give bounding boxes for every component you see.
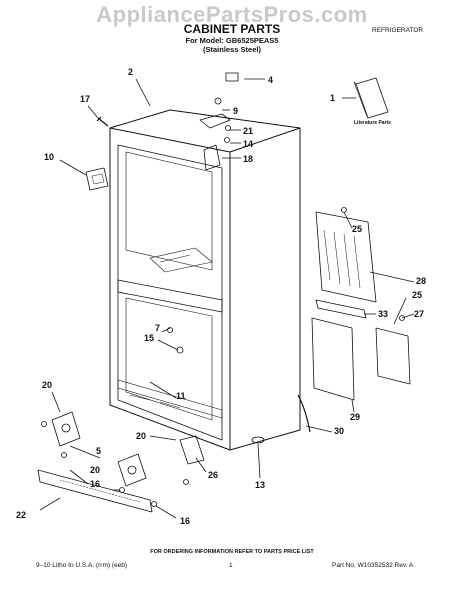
callout-29: 29 xyxy=(350,412,361,422)
cabinet-liner xyxy=(117,144,223,441)
litho-info: 9–10 Litho In U.S.A. (rrm) (eeb) xyxy=(36,562,128,569)
callout-10: 10 xyxy=(44,152,55,162)
callout-20-bottom: 20 xyxy=(90,465,101,475)
model-number: For Model: GB6525PEAS5 xyxy=(185,36,279,45)
callout-25-top: 25 xyxy=(352,224,363,234)
callout-27: 27 xyxy=(414,309,425,319)
light-housing xyxy=(199,113,231,129)
literature-parts-label: Literature Parts xyxy=(354,120,391,126)
callout-30: 30 xyxy=(334,426,345,436)
literature-book xyxy=(355,77,389,119)
part-10 xyxy=(85,167,109,191)
callout-16-right: 16 xyxy=(180,516,191,526)
part-number: Part No. W10352532 Rev. A xyxy=(332,562,414,569)
callout-13: 13 xyxy=(255,480,266,490)
callout-33: 33 xyxy=(378,309,389,319)
hinge-bracket xyxy=(179,435,205,465)
callout-2: 2 xyxy=(128,67,134,77)
watermark: AppliancePartsPros.com xyxy=(96,2,368,27)
callout-28: 28 xyxy=(416,276,427,286)
callout-25-bottom: 25 xyxy=(412,290,423,300)
callout-22: 22 xyxy=(16,510,27,520)
callout-14: 14 xyxy=(243,139,254,149)
rear-panel xyxy=(315,211,377,303)
roller-left xyxy=(51,411,81,447)
part-33 xyxy=(315,299,367,319)
roller-mid xyxy=(117,453,147,487)
toe-grille xyxy=(37,469,153,513)
part-13 xyxy=(251,436,265,444)
appliance-category: REFRIGERATOR xyxy=(372,27,424,34)
callout-11: 11 xyxy=(176,391,186,401)
part-30 xyxy=(297,394,311,433)
callout-21: 21 xyxy=(243,126,254,136)
callout-20-left: 20 xyxy=(42,380,53,390)
callout-17: 17 xyxy=(80,94,91,104)
page-number: 1 xyxy=(229,562,233,569)
model-variant: (Stainless Steel) xyxy=(203,45,261,54)
callout-4: 4 xyxy=(268,75,274,85)
part-9 xyxy=(214,97,222,105)
callout-15: 15 xyxy=(144,333,155,343)
callout-7: 7 xyxy=(155,323,161,333)
part-29 xyxy=(311,317,355,401)
callout-26: 26 xyxy=(208,470,219,480)
part-27 xyxy=(375,327,411,385)
ordering-note: FOR ORDERING INFORMATION REFER TO PARTS … xyxy=(150,549,314,555)
callout-18: 18 xyxy=(243,154,254,164)
mullion xyxy=(117,279,223,313)
callout-16-left: 16 xyxy=(90,479,101,489)
callout-1: 1 xyxy=(330,93,336,103)
part-17 xyxy=(96,116,109,127)
part-4 xyxy=(225,72,239,82)
page-title: CABINET PARTS xyxy=(183,22,281,36)
callout-5: 5 xyxy=(96,446,102,456)
callout-20-mid: 20 xyxy=(136,431,147,441)
cabinet-shell xyxy=(109,109,301,451)
callout-9: 9 xyxy=(233,106,239,116)
